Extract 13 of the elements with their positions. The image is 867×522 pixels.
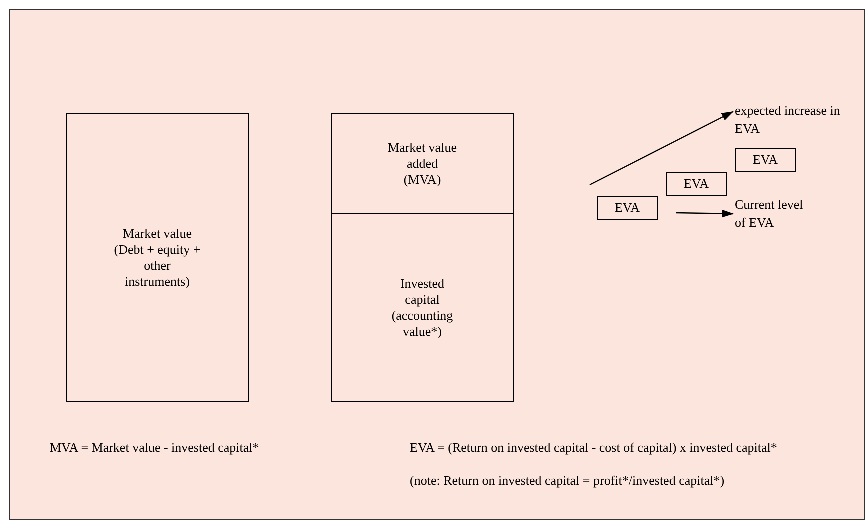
value-block: Invested capital (accounting value*)	[331, 213, 514, 402]
eva-box: EVA	[597, 196, 658, 220]
eva-box: EVA	[735, 148, 796, 172]
arrow	[590, 111, 734, 186]
value-block: Market value (Debt + equity + other instruments)	[66, 113, 249, 402]
formula-text: EVA = (Return on invested capital - cost of capital) x invested capital*	[410, 440, 778, 456]
formula-text: MVA = Market value - invested capital*	[50, 440, 260, 456]
arrow-label: expected increase in EVA	[735, 100, 845, 140]
formula-text: (note: Return on invested capital = profit*/invested capital*)	[410, 473, 725, 489]
value-block: Market value added (MVA)	[331, 113, 514, 214]
eva-box: EVA	[666, 172, 727, 196]
arrow-label: Current level of EVA	[735, 194, 815, 234]
arrow	[676, 210, 734, 218]
